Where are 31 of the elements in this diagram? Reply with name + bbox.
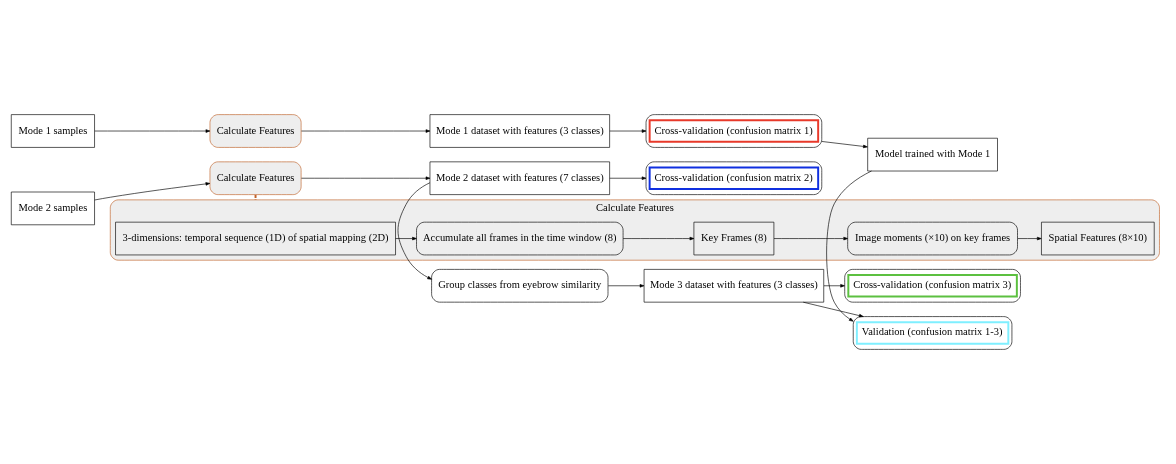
node-box: Mode 1 dataset with features (3 classes) xyxy=(429,114,610,148)
arrow xyxy=(826,170,872,322)
arrow xyxy=(773,236,848,241)
arrow xyxy=(609,176,647,180)
node-box: 3-dimensions: temporal sequence (1D) of spatial mapping (2D) xyxy=(115,221,396,256)
node-box: Mode 2 samples xyxy=(10,191,95,226)
arrow xyxy=(823,284,845,288)
node-box: Calculate Features xyxy=(209,114,302,148)
arrow xyxy=(397,182,432,280)
node-box: Model trained with Mode 1 xyxy=(867,137,998,172)
node-box: Accumulate all frames in the time window (8) xyxy=(416,221,624,256)
node-box: Mode 2 dataset with features (7 classes) xyxy=(429,161,610,195)
arrow xyxy=(94,182,211,201)
connector xyxy=(254,193,257,201)
node-box: Mode 3 dataset with features (3 classes) xyxy=(643,269,825,303)
arrow xyxy=(622,236,695,241)
node-box: Spatial Features (8×10) xyxy=(1041,221,1155,256)
node-box: Group classes from eyebrow similarity xyxy=(431,269,609,303)
arrow xyxy=(821,141,868,149)
arrow xyxy=(301,129,431,133)
node-box: Key Frames (8) xyxy=(693,221,775,256)
arrow xyxy=(607,284,645,288)
node-box: Image moments (×10) on key frames xyxy=(847,221,1018,256)
arrow xyxy=(301,176,431,180)
node-box: Mode 1 samples xyxy=(10,114,95,148)
arrow xyxy=(395,236,417,241)
node-box: Calculate Features xyxy=(209,161,302,195)
arrow xyxy=(609,129,647,133)
arrow xyxy=(94,129,211,133)
arrow xyxy=(802,301,864,318)
arrow xyxy=(1017,236,1042,241)
